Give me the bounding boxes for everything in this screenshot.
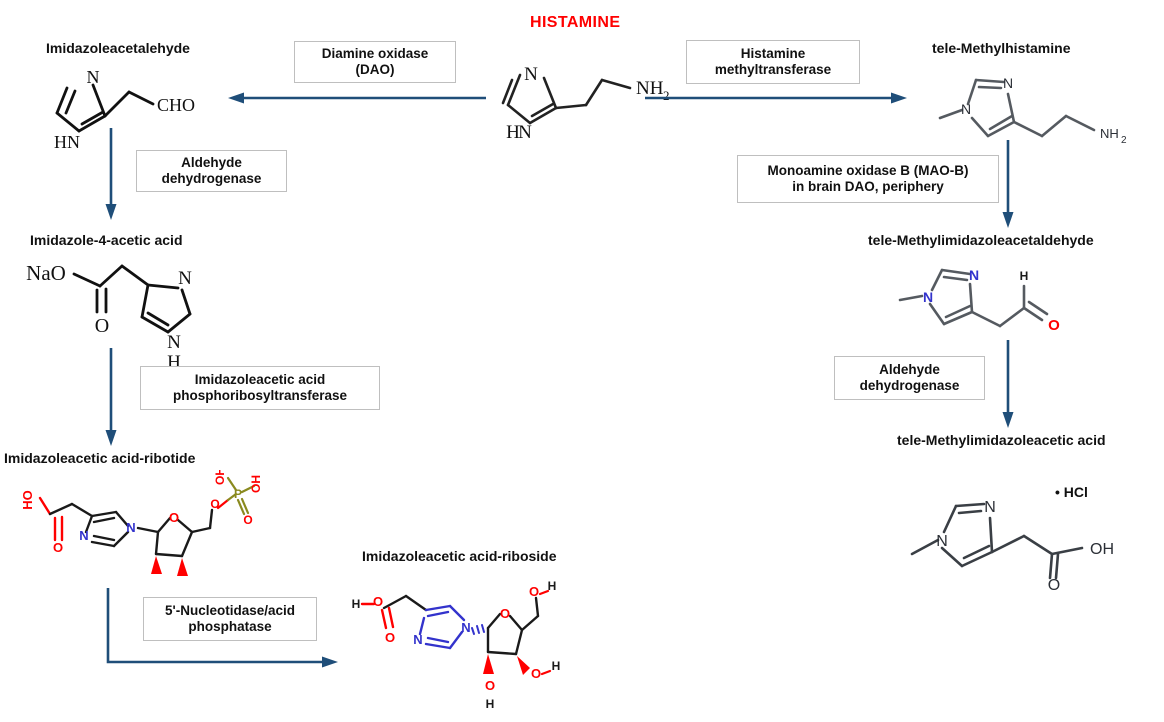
svg-text:N: N <box>969 267 979 283</box>
enzyme-aldh-left-line2: dehydrogenase <box>161 171 262 186</box>
enzyme-aldh-left-line1: Aldehyde <box>181 154 242 170</box>
enzyme-box-phosphoribosyltransferase: Imidazoleacetic acid phosphoribosyltrans… <box>140 366 380 410</box>
svg-text:O: O <box>1048 317 1060 334</box>
enzyme-box-nucleotidase: 5'-Nucleotidase/acid phosphatase <box>143 597 317 641</box>
svg-text:N: N <box>1003 75 1013 91</box>
arrow-histamine-to-tele-methylhistamine <box>645 90 907 106</box>
arrow-to-tele-methylimidazoleacetaldehyde <box>1000 140 1016 228</box>
svg-text:NH: NH <box>1100 126 1119 141</box>
structure-tele-methylhistamine: N N NH 2 <box>930 58 1160 158</box>
enzyme-iaaprt-line2: phosphoribosyltransferase <box>172 388 348 403</box>
structure-tele-methylimidazoleacetic-acid: N N O OH <box>900 462 1150 592</box>
svg-text:O: O <box>531 666 541 681</box>
svg-text:O: O <box>210 497 219 511</box>
enzyme-aldh-right-line2: dehydrogenase <box>859 378 960 393</box>
svg-text:N: N <box>167 332 181 353</box>
svg-text:N: N <box>518 122 532 143</box>
structure-tele-methylimidazoleacetaldehyde: N N H O <box>890 258 1120 366</box>
svg-text:CHO: CHO <box>157 95 195 115</box>
enzyme-nucleotidase-line2: phosphatase <box>188 619 272 634</box>
label-imidazoleacetic-acid-riboside: Imidazoleacetic acid-riboside <box>362 548 557 564</box>
svg-text:2: 2 <box>663 88 670 103</box>
svg-text:OH: OH <box>249 475 263 493</box>
svg-text:N: N <box>984 499 996 516</box>
structure-imidazole-4-acetic-acid: NaO O N N H <box>22 252 222 377</box>
enzyme-box-aldehyde-dehydrogenase-left: Aldehyde dehydrogenase <box>136 150 287 192</box>
svg-text:O: O <box>373 594 383 609</box>
structure-imidazoleacetic-acid-riboside: H O O N N <box>340 572 590 714</box>
svg-text:NH: NH <box>636 78 664 99</box>
svg-text:O: O <box>95 315 109 337</box>
svg-text:NaO: NaO <box>26 261 66 285</box>
svg-text:H: H <box>486 697 495 711</box>
svg-text:N: N <box>178 268 192 289</box>
svg-text:H: H <box>552 659 561 673</box>
svg-text:N: N <box>936 533 948 550</box>
arrow-to-imidazoleacetic-acid-ribotide <box>103 348 119 446</box>
enzyme-box-dao: Diamine oxidase (DAO) <box>294 41 456 83</box>
enzyme-box-histamine-methyltransferase: Histamine methyltransferase <box>686 40 860 84</box>
svg-text:N: N <box>461 620 470 635</box>
svg-text:O: O <box>1048 577 1060 592</box>
svg-text:O: O <box>243 513 252 527</box>
svg-text:N: N <box>923 289 933 305</box>
enzyme-nucleotidase-line1: 5'-Nucleotidase/acid <box>164 602 295 618</box>
svg-text:N: N <box>79 528 88 543</box>
svg-text:P: P <box>234 487 242 501</box>
label-tele-methylimidazoleacetic-acid: tele-Methylimidazoleacetic acid <box>897 432 1106 448</box>
label-imidazoleacetaldehyde: Imidazoleacetalehyde <box>46 40 190 56</box>
enzyme-box-mao-b: Monoamine oxidase B (MAO-B) in brain DAO… <box>737 155 999 203</box>
svg-text:H: H <box>548 579 557 593</box>
svg-text:O: O <box>169 510 179 525</box>
arrow-histamine-to-imidazoleacetaldehyde <box>228 90 486 106</box>
structure-histamine: N N H NH 2 <box>490 50 690 150</box>
svg-text:H: H <box>352 597 361 611</box>
svg-text:O: O <box>529 584 539 599</box>
enzyme-aldh-right-line1: Aldehyde <box>879 361 940 377</box>
svg-text:H: H <box>506 122 520 143</box>
svg-text:OH: OH <box>213 470 227 485</box>
enzyme-hnmt-line2: methyltransferase <box>714 62 832 77</box>
enzyme-box-aldehyde-dehydrogenase-right: Aldehyde dehydrogenase <box>834 356 985 400</box>
label-imidazole-4-acetic-acid: Imidazole-4-acetic acid <box>30 232 183 248</box>
svg-text:HN: HN <box>54 132 80 152</box>
svg-text:HO: HO <box>20 490 35 510</box>
svg-text:O: O <box>500 606 510 621</box>
svg-text:N: N <box>126 520 135 535</box>
svg-text:N: N <box>87 67 100 87</box>
svg-text:O: O <box>53 540 63 555</box>
label-tele-methylhistamine: tele-Methylhistamine <box>932 40 1071 56</box>
enzyme-dao-line1: Diamine oxidase <box>321 45 429 61</box>
structure-imidazoleacetaldehyde: N HN CHO <box>45 58 220 158</box>
arrow-to-imidazoleacetic-acid-riboside <box>100 588 340 674</box>
label-tele-methylimidazoleacetaldehyde: tele-Methylimidazoleacetaldehyde <box>868 232 1094 248</box>
arrow-to-tele-methylimidazoleacetic-acid <box>1000 340 1016 428</box>
svg-text:N: N <box>413 632 422 647</box>
enzyme-hnmt-line1: Histamine <box>740 45 806 61</box>
enzyme-maob-line1: Monoamine oxidase B (MAO-B) <box>767 162 969 178</box>
label-imidazoleacetic-acid-ribotide: Imidazoleacetic acid-ribotide <box>4 450 196 466</box>
svg-text:N: N <box>961 101 971 117</box>
svg-text:N: N <box>524 64 538 85</box>
structure-imidazoleacetic-acid-ribotide: HO O N N <box>10 470 270 595</box>
label-hcl-salt: • HCl <box>1055 484 1088 500</box>
svg-text:OH: OH <box>1090 541 1114 558</box>
page-title: HISTAMINE <box>530 14 621 31</box>
svg-text:O: O <box>385 630 395 645</box>
enzyme-maob-line2: in brain DAO, periphery <box>792 179 944 194</box>
enzyme-dao-line2: (DAO) <box>355 62 395 77</box>
svg-text:2: 2 <box>1121 135 1127 146</box>
svg-text:H: H <box>1020 269 1029 283</box>
svg-text:O: O <box>485 678 495 693</box>
enzyme-iaaprt-line1: Imidazoleacetic acid <box>194 371 326 387</box>
arrow-to-imidazole-4-acetic-acid <box>103 128 119 220</box>
